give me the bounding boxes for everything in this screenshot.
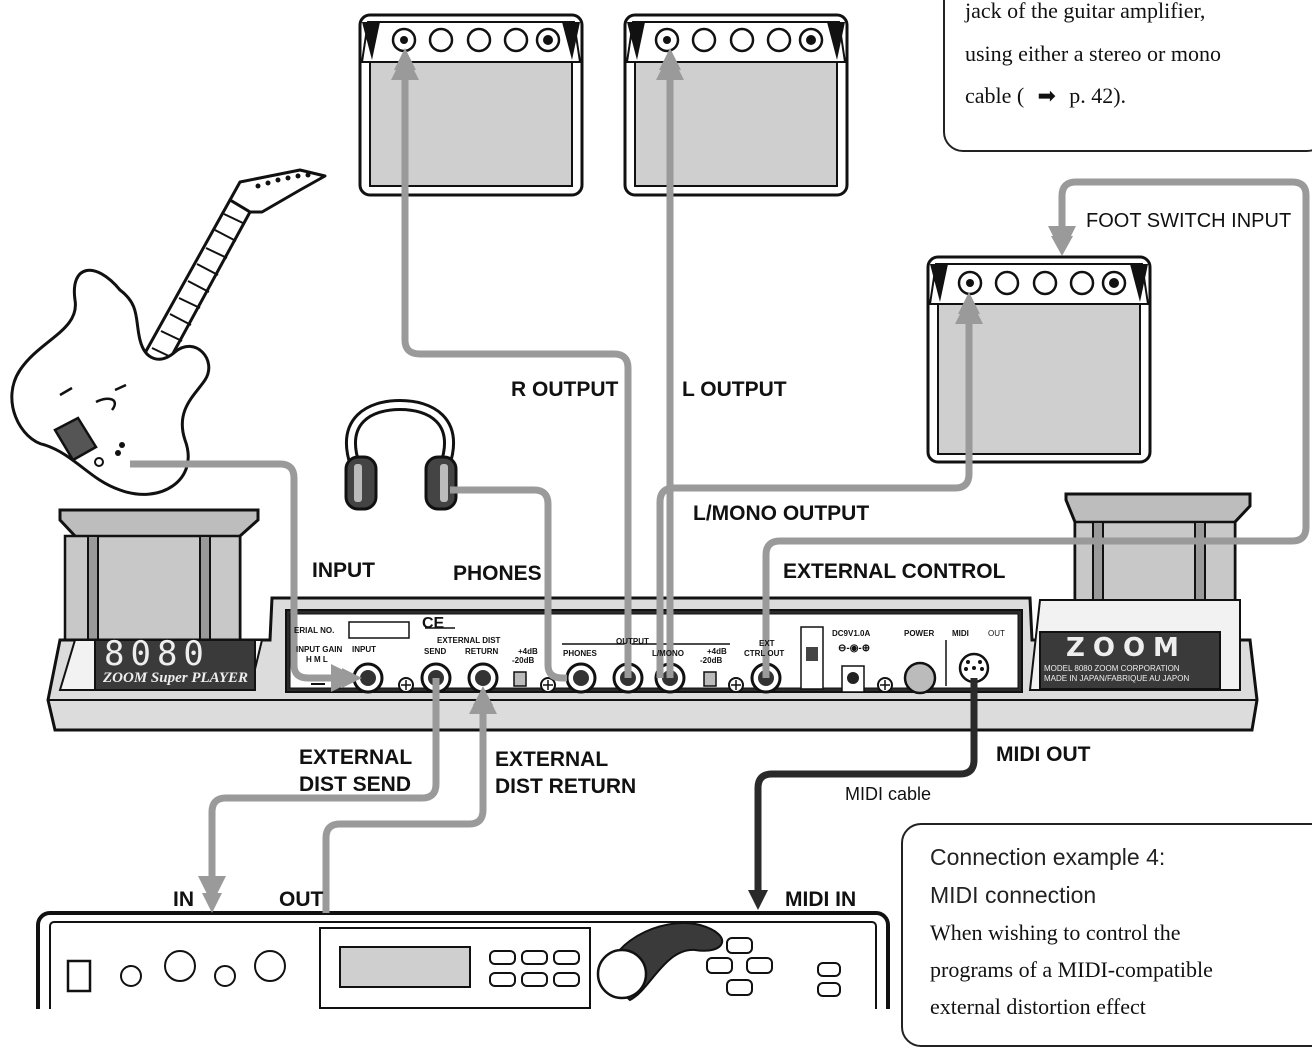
- panel-midi-out: OUT: [988, 629, 1005, 638]
- panel-midi: MIDI: [952, 629, 969, 638]
- cable-dist-return: [322, 686, 497, 913]
- cable-dist-send: [198, 678, 440, 904]
- panel-dc: DC9V1.0A: [832, 629, 871, 638]
- note-line-3-pre: cable (: [965, 83, 1025, 108]
- panel-l-mono: L/MONO: [652, 649, 684, 658]
- note-box-top: [943, 0, 1312, 152]
- panel-phones: PHONES: [563, 649, 597, 658]
- label-input: INPUT: [312, 559, 375, 582]
- example-body-2: programs of a MIDI-compatible: [930, 957, 1213, 982]
- label-external-control: EXTERNAL CONTROL: [783, 560, 1006, 583]
- example-title-1: Connection example 4:: [930, 844, 1166, 870]
- label-midi-cable: MIDI cable: [845, 784, 932, 804]
- panel-input-gain: INPUT GAIN: [296, 645, 343, 654]
- note-line-3: cable ( ➡ p. 42).: [965, 83, 1126, 109]
- panel-level-hi-1: +4dB: [518, 647, 538, 656]
- device-logo: ZOOM: [1066, 633, 1187, 663]
- label-r-output: R OUTPUT: [511, 378, 619, 401]
- label-in: IN: [173, 888, 194, 911]
- amplifier-icon: [358, 13, 584, 197]
- effects-rack-icon: [36, 911, 890, 1009]
- example-body-1: When wishing to control the: [930, 920, 1181, 945]
- amplifier-icon: [623, 13, 849, 197]
- amplifier-icon: [926, 255, 1152, 464]
- label-l-mono-output: L/MONO OUTPUT: [693, 502, 870, 525]
- device-brand-line: ZOOM Super PLAYER: [103, 670, 249, 686]
- zoom-8080-device: [46, 596, 1259, 732]
- cable-r-output: [391, 52, 632, 678]
- device-model-line-1: MODEL 8080 ZOOM CORPORATION: [1044, 664, 1180, 673]
- panel-return: RETURN: [465, 647, 499, 656]
- panel-ce: CE: [422, 615, 445, 632]
- panel-ctrl-out: CTRL OUT: [744, 649, 785, 658]
- note-line-2: using either a stereo or mono: [965, 41, 1221, 66]
- panel-dc-symbol: ⊖-◉-⊕: [838, 643, 871, 654]
- cable-phones: [450, 486, 567, 682]
- headphones-icon: [344, 398, 458, 511]
- cable-guitar-input: [130, 460, 359, 692]
- label-out: OUT: [279, 888, 324, 911]
- panel-output: OUTPUT: [616, 637, 649, 646]
- panel-input: INPUT: [352, 645, 376, 654]
- label-midi-in: MIDI IN: [785, 888, 857, 911]
- panel-hml: H M L: [306, 655, 328, 664]
- panel-ext: EXT: [759, 639, 775, 648]
- note-line-3-post: p. 42).: [1069, 83, 1127, 108]
- pedal-left: [58, 508, 260, 643]
- panel-send: SEND: [424, 647, 447, 656]
- panel-external-dist: EXTERNAL DIST: [437, 636, 501, 645]
- connection-diagram: [10, 13, 1310, 1009]
- label-l-output: L OUTPUT: [682, 378, 787, 401]
- label-midi-out: MIDI OUT: [996, 743, 1091, 766]
- panel-power: POWER: [904, 629, 935, 638]
- cable-l-mono-output: [656, 296, 983, 678]
- panel-level-lo-1: -20dB: [512, 656, 535, 665]
- panel-serial: ERIAL NO.: [294, 626, 335, 635]
- example-title-2: MIDI connection: [930, 882, 1097, 908]
- arrow-right-icon: ➡: [1037, 83, 1056, 108]
- label-phones: PHONES: [453, 562, 542, 585]
- example-body-3: external distortion effect: [930, 994, 1146, 1019]
- cable-midi: [748, 678, 978, 910]
- panel-level-hi-2: +4dB: [707, 647, 727, 656]
- device-model-number: 8080: [104, 634, 210, 674]
- device-model-line-2: MADE IN JAPAN/FABRIQUE AU JAPON: [1044, 674, 1190, 683]
- cable-external-control: [762, 178, 1310, 678]
- panel-level-lo-2: -20dB: [700, 656, 723, 665]
- guitar-icon: [10, 168, 327, 496]
- note-line-1: jack of the guitar amplifier,: [965, 0, 1206, 23]
- label-foot-switch-input: FOOT SWITCH INPUT: [1086, 210, 1292, 232]
